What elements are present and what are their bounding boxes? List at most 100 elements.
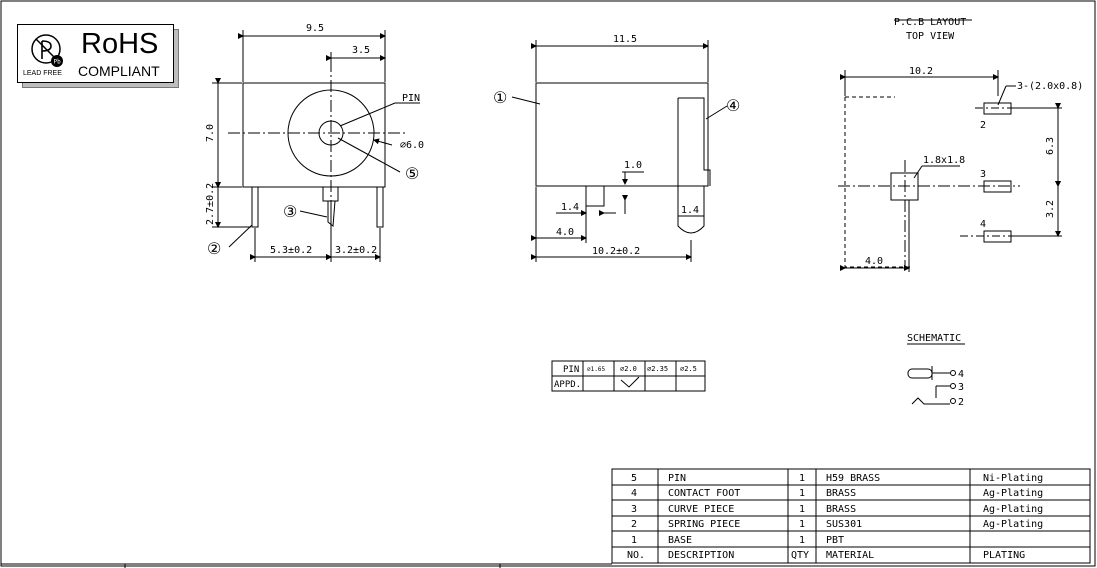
bom-r4-qty: 1	[799, 519, 805, 530]
lead-free-label: LEAD FREE	[23, 70, 62, 77]
bom-header-material: MATERIAL	[826, 550, 874, 561]
label-pin: PIN	[402, 93, 420, 104]
label-diameter: ⌀6.0	[400, 140, 424, 151]
dim-side-a: 1.0	[624, 160, 642, 171]
bom-r4-desc: SPRING PIECE	[668, 519, 740, 530]
side-body	[535, 82, 709, 187]
pin-right	[376, 186, 384, 228]
bom-r3-plating: Ag-Plating	[983, 504, 1043, 515]
bom-r2-plating: Ag-Plating	[983, 488, 1043, 499]
pad-square	[890, 172, 919, 201]
schematic-pin-2: 2	[958, 397, 964, 408]
pin-left	[251, 186, 259, 228]
side-view	[511, 40, 728, 262]
appd-check-icon	[620, 376, 640, 388]
bom-r1-no: 5	[631, 473, 637, 484]
schematic-plug	[907, 368, 933, 379]
bom-r2-mat: BRASS	[826, 488, 856, 499]
dim-pcb-width: 10.2	[909, 66, 933, 77]
dim-side-overall: 10.2±0.2	[592, 246, 640, 257]
dim-side-c: 4.0	[556, 227, 574, 238]
outer-ring	[287, 89, 375, 177]
callout-3: ③	[283, 202, 297, 221]
dim-front-right-pitch: 3.2±0.2	[335, 245, 377, 256]
side-view-text: 11.5 1.0 1.4 4.0 1.4 10.2±0.2 ① ④	[493, 34, 740, 257]
callout-2: ②	[207, 239, 221, 258]
bom-r1-desc: PIN	[668, 473, 686, 484]
contact-foot-outline	[678, 97, 711, 186]
bom-header-no: NO.	[627, 550, 645, 561]
logo-frame: Pb LEAD FREE RoHS COMPLIANT	[17, 24, 174, 83]
rohs-subtitle: COMPLIANT	[78, 63, 160, 79]
pcb-pin-3: 3	[980, 169, 986, 180]
dim-pcb-v2: 3.2	[1045, 200, 1056, 218]
pcb-title: P.C.B LAYOUT	[894, 17, 966, 28]
dim-pcb-slot: 3-(2.0x0.8)	[1017, 81, 1083, 92]
dim-front-height: 7.0	[205, 124, 216, 142]
dim-pcb-v1: 6.3	[1045, 137, 1056, 155]
bom-r4-mat: SUS301	[826, 519, 862, 530]
bom-r3-desc: CURVE PIECE	[668, 504, 734, 515]
schematic-pin-3: 3	[958, 382, 964, 393]
schematic-text: SCHEMATIC 4 3 2	[907, 333, 964, 408]
bom-header-desc: DESCRIPTION	[668, 550, 734, 561]
schematic-title: SCHEMATIC	[907, 333, 961, 344]
schematic-pin-4: 4	[958, 369, 964, 380]
pin-hole	[318, 120, 344, 146]
bom-r3-no: 3	[631, 504, 637, 515]
callout-4: ④	[726, 96, 740, 115]
pcb-layout	[838, 19, 1062, 272]
front-view	[212, 30, 420, 262]
bom-r5-no: 1	[631, 535, 637, 546]
dim-front-width: 9.5	[306, 23, 324, 34]
bom-header-plating: PLATING	[983, 550, 1025, 561]
bom-r1-qty: 1	[799, 473, 805, 484]
pcb-subtitle: TOP VIEW	[906, 31, 955, 42]
bom-r1-plating: Ni-Plating	[983, 473, 1043, 484]
dim-side-d: 1.4	[681, 205, 699, 216]
pcb-pin-2: 2	[980, 120, 986, 131]
pin-option-1: ⌀1.65	[587, 366, 605, 373]
dim-pcb-square: 1.8x1.8	[923, 155, 965, 166]
rohs-logo: Pb LEAD FREE RoHS COMPLIANT	[17, 24, 179, 88]
dim-side-length: 11.5	[613, 34, 637, 45]
schematic-spring	[911, 397, 950, 405]
bom-r5-desc: BASE	[668, 535, 692, 546]
bom-r1-mat: H59 BRASS	[826, 473, 880, 484]
dim-pcb-bottom: 4.0	[865, 256, 883, 267]
contact-foot-lead	[677, 186, 705, 234]
bom-r4-plating: Ag-Plating	[983, 519, 1043, 530]
bom-r3-mat: BRASS	[826, 504, 856, 515]
schematic	[907, 343, 965, 405]
callout-1: ①	[493, 88, 507, 107]
rohs-title: RoHS	[81, 28, 159, 60]
pin-table-row-label: APPD.	[554, 380, 581, 390]
bom-r2-qty: 1	[799, 488, 805, 499]
front-view-text: 9.5 3.5 7.0 2.7±0.2 5.3±0.2 3.2±0.2 PIN …	[205, 23, 424, 258]
lead-free-icon: Pb	[31, 34, 63, 67]
bom-table-text: 5 PIN 1 H59 BRASS Ni-Plating 4 CONTACT F…	[627, 473, 1043, 561]
dim-side-b: 1.4	[561, 202, 579, 213]
bom-r5-mat: PBT	[826, 535, 844, 546]
title-block-edge	[1, 563, 612, 568]
bom-table	[611, 468, 1091, 564]
pin-option-4: ⌀2.5	[680, 365, 697, 373]
dim-front-pin-drop: 2.7±0.2	[205, 183, 216, 225]
bom-header-qty: QTY	[791, 550, 809, 561]
pb-mark: Pb	[54, 59, 62, 66]
pin-table	[551, 360, 706, 392]
pcb-pin-4: 4	[980, 219, 986, 230]
pin-center-base	[322, 186, 339, 202]
dim-front-offset: 3.5	[352, 45, 370, 56]
bom-r3-qty: 1	[799, 504, 805, 515]
slot-3	[983, 180, 1012, 193]
side-pin	[585, 185, 605, 207]
pin-option-3: ⌀2.35	[647, 365, 668, 373]
pin-table-text: PIN APPD. ⌀1.65 ⌀2.0 ⌀2.35 ⌀2.5	[554, 365, 697, 390]
pcb-layout-text: P.C.B LAYOUT TOP VIEW 10.2 3-(2.0x0.8) 1…	[865, 17, 1083, 267]
callout-5: ⑤	[405, 164, 419, 183]
bom-r2-desc: CONTACT FOOT	[668, 488, 740, 499]
bom-r4-no: 2	[631, 519, 637, 530]
